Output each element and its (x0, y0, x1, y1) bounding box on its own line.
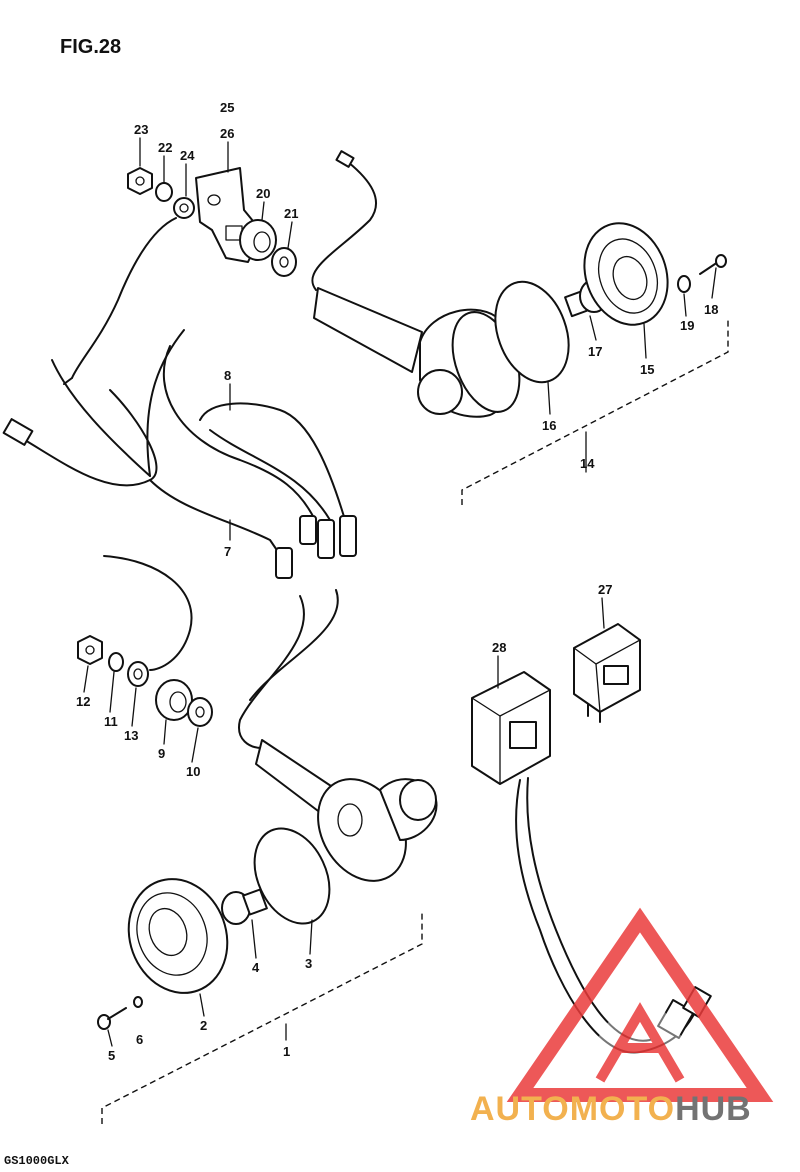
callout-7: 7 (224, 544, 231, 559)
washer-10 (187, 697, 213, 727)
callout-2: 2 (200, 1018, 207, 1033)
wire-connector-top (335, 150, 355, 168)
watermark-part-b: HUB (675, 1090, 752, 1128)
ring-terminal-24 (173, 197, 195, 219)
callout-23: 23 (134, 122, 148, 137)
wire-upper (311, 161, 377, 291)
callout-24: 24 (180, 148, 195, 163)
callout-19: 19 (680, 318, 694, 333)
callout-1: 1 (283, 1044, 290, 1059)
callout-17: 17 (588, 344, 602, 359)
washer-11 (108, 652, 124, 672)
washer-6 (133, 996, 143, 1008)
watermark-text: AUTOMOTOHUB (470, 1090, 752, 1128)
callout-5: 5 (108, 1048, 115, 1063)
watermark: AUTOMOTOHUB (470, 907, 774, 1128)
callout-28: 28 (492, 640, 506, 655)
lens-2 (127, 878, 229, 994)
triangle-logo-icon (506, 907, 774, 1102)
washer-21 (271, 247, 297, 277)
callout-10: 10 (186, 764, 200, 779)
callout-27: 27 (598, 582, 612, 597)
flasher-wire-b (526, 777, 651, 1042)
callout-20: 20 (256, 186, 270, 201)
ground-wire-13 (103, 555, 193, 671)
lens-15 (583, 222, 669, 326)
assembly-bracket-14 (461, 318, 729, 505)
leader-lines (83, 137, 717, 1047)
seal-ring-16 (494, 280, 570, 384)
callout-6: 6 (136, 1032, 143, 1047)
callout-15: 15 (640, 362, 654, 377)
callout-9: 9 (158, 746, 165, 761)
washer-19 (677, 275, 691, 293)
callout-12: 12 (76, 694, 90, 709)
turn-signal-body-14 (313, 287, 521, 418)
wire-ground (71, 217, 177, 379)
nut-23 (127, 167, 153, 195)
callout-18: 18 (704, 302, 718, 317)
callout-21: 21 (284, 206, 298, 221)
callout-4: 4 (252, 960, 260, 975)
callout-labels: 1 2 3 4 5 6 7 8 9 10 11 12 13 14 15 16 1… (76, 100, 718, 1063)
callout-14: 14 (580, 456, 595, 471)
callout-8: 8 (224, 368, 231, 383)
flasher-wire-a (515, 779, 701, 1054)
turn-signal-body-1 (255, 739, 438, 882)
callout-11: 11 (104, 714, 118, 729)
screw-5 (97, 1007, 127, 1030)
callout-13: 13 (124, 728, 138, 743)
screw-18 (699, 254, 727, 275)
relay-27 (573, 623, 641, 723)
callout-22: 22 (158, 140, 172, 155)
flasher-28 (471, 671, 551, 785)
nut-12 (77, 635, 103, 665)
callout-3: 3 (305, 956, 312, 971)
wire-harness-8 (162, 345, 357, 579)
assembly-bracket-1 (101, 910, 423, 1124)
callout-25: 25 (220, 100, 234, 115)
callout-26: 26 (220, 126, 234, 141)
wire-harness-7 (2, 329, 286, 563)
washer-22 (155, 182, 173, 202)
callout-16: 16 (542, 418, 556, 433)
wire-lower-b (249, 589, 339, 701)
grommet-20 (239, 219, 277, 261)
wire-lower-a (238, 595, 305, 749)
model-label: GS1000GLX (4, 1154, 70, 1168)
figure-title: FIG.28 (60, 36, 121, 58)
bulb-4 (221, 888, 268, 925)
watermark-part-a: AUTOMOTO (470, 1090, 675, 1128)
grommet-9 (155, 679, 193, 721)
ring-terminal-13 (127, 661, 149, 687)
